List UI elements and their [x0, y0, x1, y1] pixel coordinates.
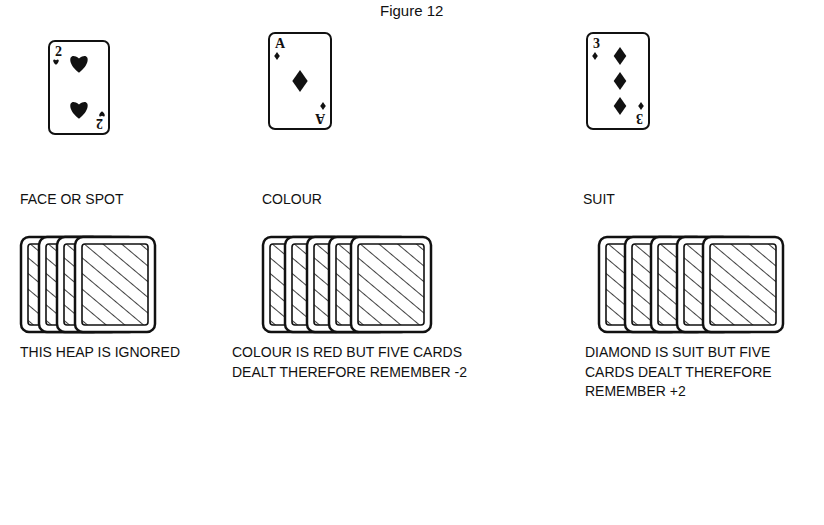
diamond-pips: [592, 47, 644, 115]
card-index: 2: [96, 116, 103, 130]
card-index: 3: [636, 111, 643, 125]
diamond-pips: [274, 52, 326, 110]
heap-note: DIAMOND IS SUIT BUT FIVE CARDS DEALT THE…: [585, 343, 800, 402]
figure-title: Figure 12: [380, 2, 443, 19]
card-caption: SUIT: [583, 190, 615, 210]
heap-note: COLOUR IS RED BUT FIVE CARDS DEALT THERE…: [232, 343, 472, 382]
card-caption: FACE OR SPOT: [20, 190, 123, 210]
card-index: A: [275, 37, 285, 51]
playing-card: AA: [268, 32, 332, 130]
card-heap: [263, 237, 431, 332]
card-index: 2: [55, 45, 62, 59]
card-heap: [599, 237, 783, 332]
card-heap: [21, 237, 155, 332]
card-caption: COLOUR: [262, 190, 322, 210]
heap-note: THIS HEAP IS IGNORED: [20, 343, 185, 363]
heart-pips: [53, 56, 105, 119]
card-index: 3: [593, 37, 600, 51]
card-index: A: [315, 111, 325, 125]
playing-card: 22: [48, 40, 110, 135]
playing-card: 33: [586, 32, 650, 130]
